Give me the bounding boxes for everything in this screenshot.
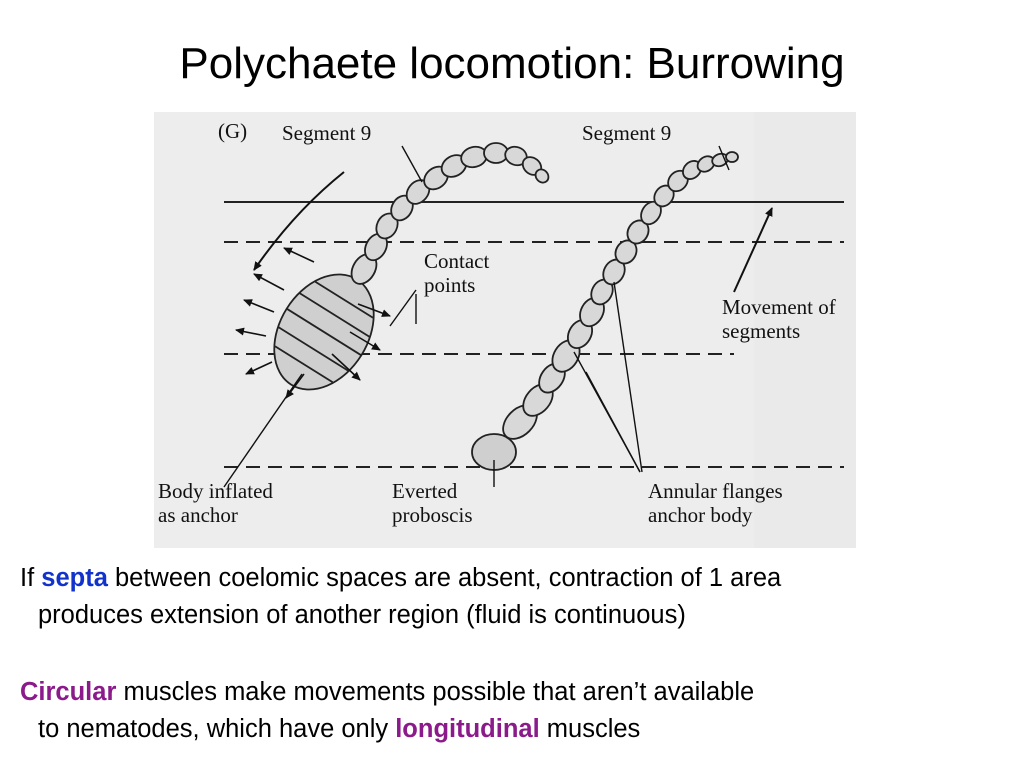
body-inflated-label-line1: Body inflated [158, 479, 273, 503]
background-text [754, 112, 856, 548]
contact-points-label-line2: points [424, 273, 475, 297]
segment9-right-label: Segment 9 [582, 121, 671, 145]
bullet-septa: If septa between coelomic spaces are abs… [20, 560, 1010, 634]
annular-label-line2: anchor body [648, 503, 753, 527]
bullet-septa-line1: between coelomic spaces are absent, cont… [107, 564, 782, 592]
slide-title: Polychaete locomotion: Burrowing [179, 39, 845, 88]
pressure-arrows [235, 247, 391, 399]
bullet-septa-line2: produces extension of another region (fl… [38, 601, 686, 629]
bullet-septa-pre: If [20, 564, 42, 592]
body-inflated-label-line2: as anchor [158, 503, 238, 527]
movement-label-line1: Movement of [722, 295, 836, 319]
everted-label-line2: proboscis [392, 503, 473, 527]
burrowing-diagram: (G) Segment 9 Segment 9 Contact points M… [158, 112, 856, 548]
keyword-longitudinal: longitudinal [395, 715, 540, 743]
substrate-lines [224, 201, 844, 468]
leader-lines [223, 145, 730, 488]
keyword-circular: Circular [20, 678, 117, 706]
bullet-circular-line2-pre: to nematodes, which have only [38, 715, 396, 743]
panel-label: (G) [218, 119, 247, 143]
left-worm [273, 142, 550, 391]
movement-arrow [733, 207, 773, 293]
right-worm [471, 151, 739, 471]
burrowing-figure: (G) Segment 9 Segment 9 Contact points M… [154, 112, 856, 548]
bullet-circular: Circular muscles make movements possible… [20, 674, 1010, 748]
contact-points-label-line1: Contact [424, 249, 489, 273]
bullet-circular-line1: muscles make movements possible that are… [116, 678, 755, 706]
curved-arrow [253, 171, 345, 271]
everted-label-line1: Everted [392, 479, 458, 503]
annular-label-line1: Annular flanges [648, 479, 783, 503]
keyword-septa: septa [41, 564, 108, 592]
segment9-left-label: Segment 9 [282, 121, 371, 145]
bullet-circular-line2-post: muscles [539, 715, 641, 743]
movement-label-line2: segments [722, 319, 800, 343]
